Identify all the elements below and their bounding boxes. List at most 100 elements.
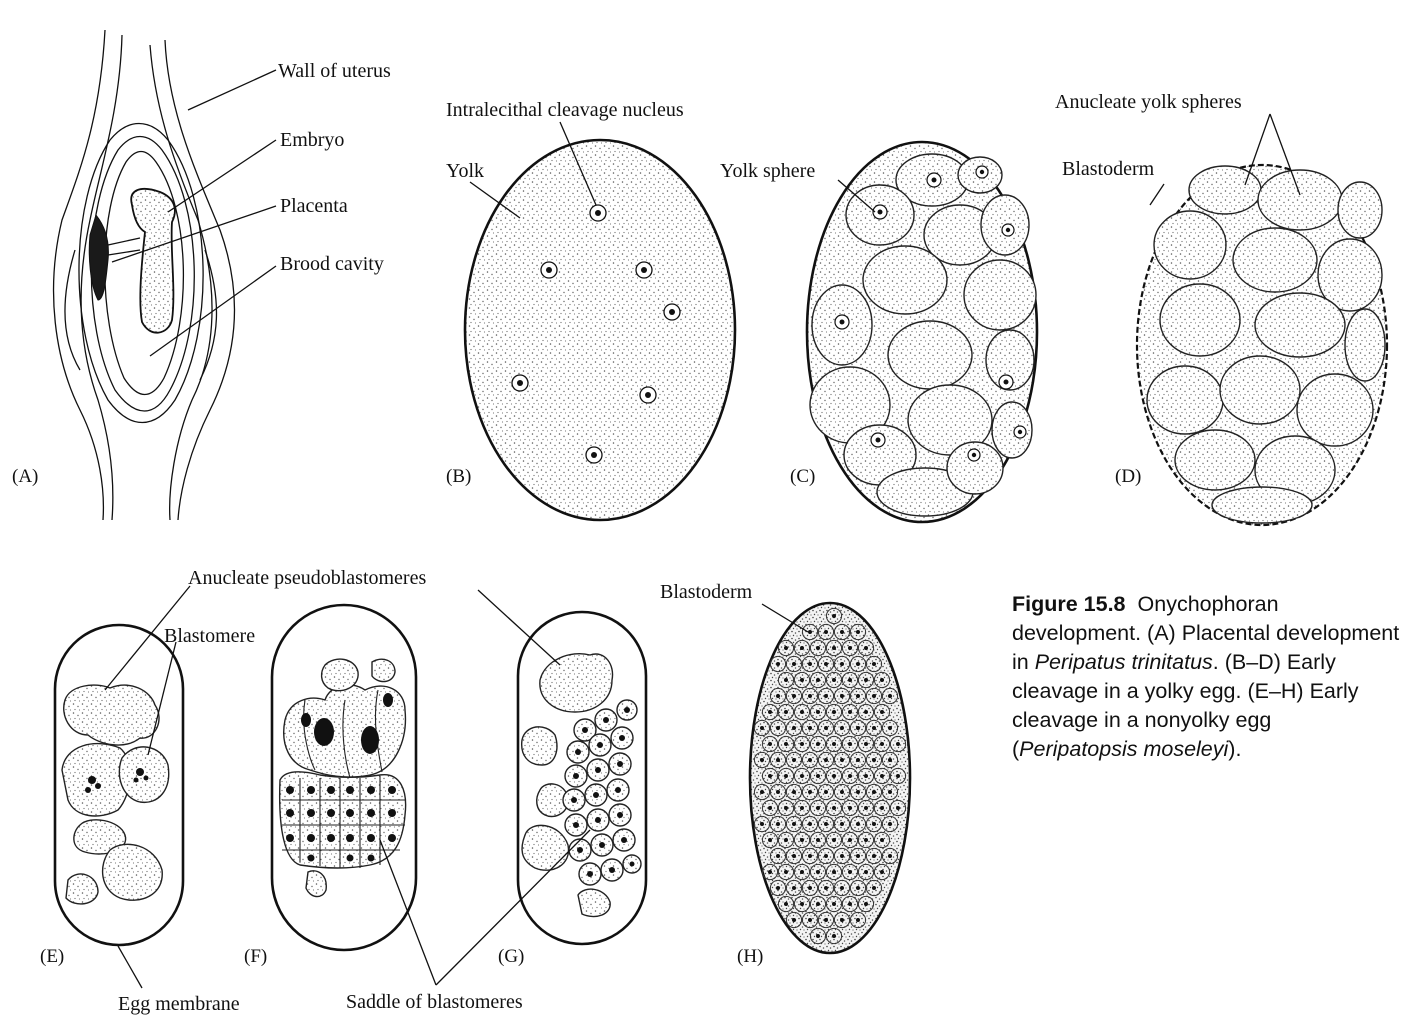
caption-text-3: ). <box>1228 737 1241 761</box>
blastoderm-nucleus <box>776 694 780 698</box>
blastoderm-nucleus <box>776 790 780 794</box>
figure-number: Figure 15.8 <box>1012 592 1126 616</box>
blastoderm-nucleus <box>832 710 836 714</box>
blastoderm-nucleus <box>816 806 820 810</box>
blastoderm-nucleus <box>840 822 844 826</box>
blastoderm-nucleus <box>840 886 844 890</box>
nonyolky-egg-g <box>478 590 646 944</box>
blastoderm-nucleus <box>880 870 884 874</box>
blastoderm-nucleus <box>848 806 852 810</box>
blastoderm-nucleus <box>880 806 884 810</box>
label-blastomere: Blastomere <box>164 625 255 647</box>
blastoderm-nucleus <box>768 710 772 714</box>
blastoderm-nucleus <box>776 822 780 826</box>
blastoderm-nucleus <box>792 726 796 730</box>
blastoderm-nucleus <box>784 902 788 906</box>
nonyolky-egg-h <box>750 603 910 953</box>
blastoderm-nucleus <box>808 694 812 698</box>
blastoderm-nucleus <box>824 758 828 762</box>
blastoderm-nucleus <box>856 886 860 890</box>
blastoderm-nucleus <box>760 726 764 730</box>
caption-species-1: Peripatus trinitatus <box>1035 650 1213 674</box>
blastoderm-nucleus <box>776 886 780 890</box>
blastoderm-nucleus <box>760 790 764 794</box>
blastoderm-nucleus <box>856 918 860 922</box>
blastoderm-nucleus <box>816 934 820 938</box>
blastoderm-nucleus <box>832 838 836 842</box>
blastoderm-nucleus <box>888 758 892 762</box>
blastoderm-nucleus <box>840 790 844 794</box>
blastoderm-nucleus <box>792 662 796 666</box>
blastoderm-nucleus <box>800 710 804 714</box>
blastoderm-nucleus <box>840 758 844 762</box>
blastoderm-nucleus <box>872 886 876 890</box>
blastoderm-nucleus <box>832 870 836 874</box>
blastoderm-nucleus <box>856 694 860 698</box>
blastoderm-nucleus <box>856 854 860 858</box>
blastoderm-nucleus <box>840 854 844 858</box>
blastoderm-nucleus <box>800 678 804 682</box>
blastoderm-nucleus <box>808 790 812 794</box>
blastoderm-nucleus <box>784 870 788 874</box>
blastoderm-nucleus <box>784 678 788 682</box>
panel-letter-e: (E) <box>40 946 64 967</box>
blastoderm-nucleus <box>768 838 772 842</box>
blastoderm-nucleus <box>800 870 804 874</box>
blastoderm-nucleus <box>816 870 820 874</box>
blastoderm-nucleus <box>848 870 852 874</box>
blastoderm-nucleus <box>776 758 780 762</box>
blastoderm-nucleus <box>832 742 836 746</box>
blastoderm-nucleus <box>888 822 892 826</box>
blastoderm-nucleus <box>784 742 788 746</box>
blastoderm-nucleus <box>848 742 852 746</box>
blastoderm-nucleus <box>784 774 788 778</box>
blastoderm-nucleus <box>816 742 820 746</box>
blastoderm-nucleus <box>800 774 804 778</box>
blastoderm-nucleus <box>880 838 884 842</box>
blastoderm-nucleus <box>816 838 820 842</box>
blastoderm-nucleus <box>864 838 868 842</box>
yolky-egg-c <box>807 142 1037 522</box>
blastoderm-nucleus <box>800 806 804 810</box>
blastoderm-nucleus <box>784 646 788 650</box>
blastoderm-nucleus <box>768 742 772 746</box>
blastoderm-nucleus <box>872 790 876 794</box>
blastoderm-nucleus <box>776 662 780 666</box>
blastoderm-nucleus <box>776 854 780 858</box>
blastoderm-nucleus <box>832 806 836 810</box>
blastoderm-nucleus <box>824 822 828 826</box>
label-yolk-sphere: Yolk sphere <box>720 160 815 182</box>
blastoderm-nucleus <box>872 662 876 666</box>
blastoderm-nucleus <box>808 726 812 730</box>
blastoderm-nucleus <box>856 662 860 666</box>
panel-letter-b: (B) <box>446 466 471 487</box>
blastoderm-nucleus <box>824 918 828 922</box>
blastoderm-nucleus <box>872 854 876 858</box>
label-anucleate-pseudoblastomeres: Anucleate pseudoblastomeres <box>188 567 426 589</box>
label-egg-membrane: Egg membrane <box>118 993 240 1015</box>
blastoderm-nucleus <box>816 774 820 778</box>
label-blastoderm-d: Blastoderm <box>1062 158 1155 180</box>
blastoderm-nucleus <box>824 630 828 634</box>
blastoderm-nucleus <box>880 774 884 778</box>
blastoderm-nucleus <box>848 774 852 778</box>
blastoderm-nucleus <box>824 886 828 890</box>
blastoderm-nucleus <box>880 710 884 714</box>
blastoderm-nucleus <box>840 694 844 698</box>
blastoderm-nucleus <box>792 758 796 762</box>
blastoderm-nucleus <box>800 902 804 906</box>
blastoderm-nucleus <box>840 662 844 666</box>
label-placenta: Placenta <box>280 195 348 217</box>
blastoderm-nucleus <box>896 806 900 810</box>
blastoderm-nucleus <box>760 822 764 826</box>
blastoderm-nucleus <box>808 662 812 666</box>
blastoderm-nucleus <box>864 678 868 682</box>
uterus-drawing <box>54 30 235 520</box>
blastoderm-nucleus <box>848 678 852 682</box>
blastoderm-nucleus <box>856 630 860 634</box>
label-saddle-of-blastomeres: Saddle of blastomeres <box>346 991 523 1013</box>
blastoderm-nucleus <box>832 678 836 682</box>
blastoderm-nucleus <box>880 742 884 746</box>
blastoderm-nucleus <box>832 902 836 906</box>
blastoderm-nucleus <box>824 854 828 858</box>
